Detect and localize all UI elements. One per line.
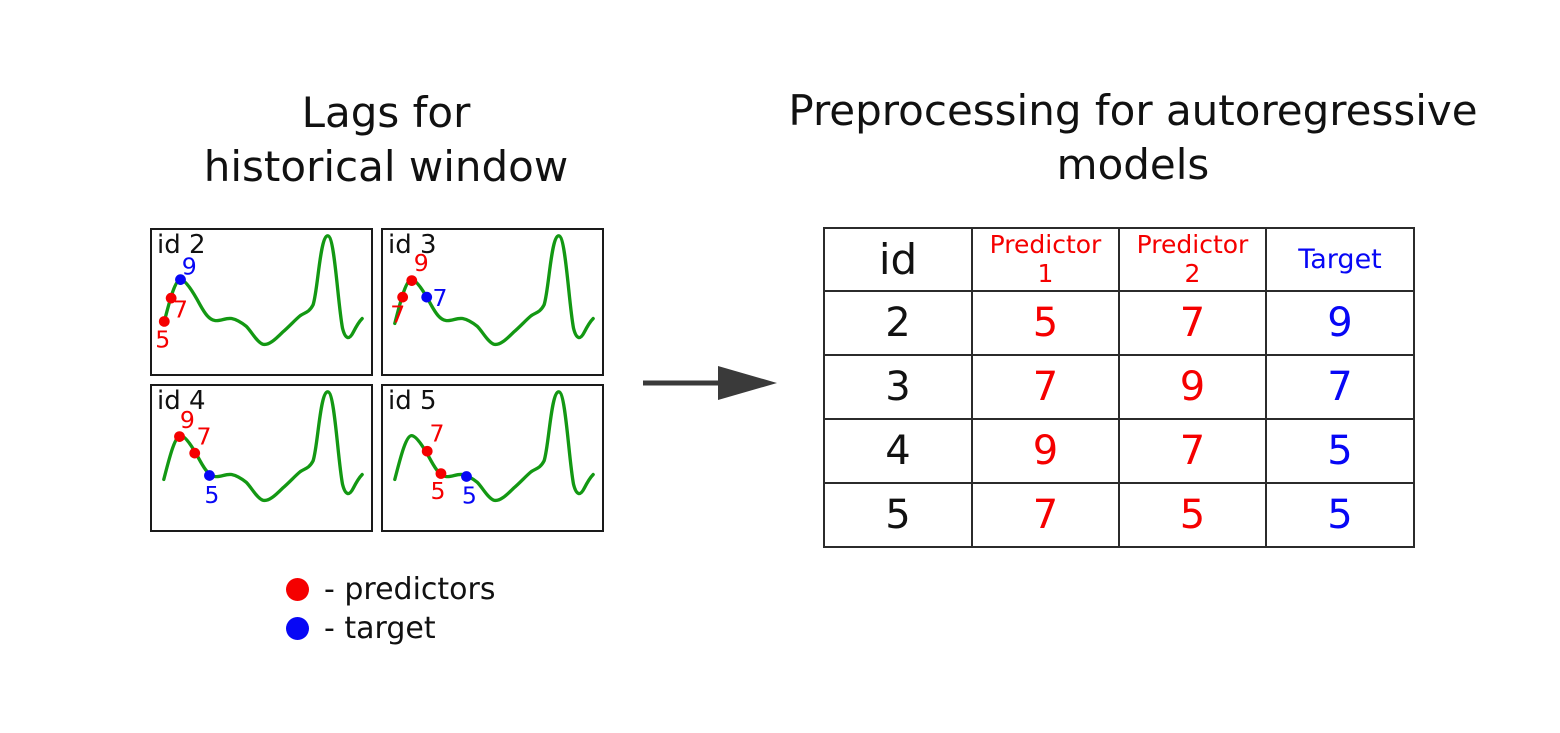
point-label: 9 [414,249,429,277]
header-target: Target [1265,227,1415,292]
right-arrow-icon [643,366,777,400]
predictor-dot [421,445,433,457]
timeseries-curve [162,234,364,347]
legend: - predictors - target [286,570,496,648]
left-section-title: Lags for historical window [126,86,646,194]
target-dot [175,274,186,285]
predictor-dot [158,316,170,327]
preprocessing-table: id Predictor 1 Predictor 2 Target 2 5 7 … [823,227,1415,548]
table-row: 4 9 7 5 [823,418,1415,484]
header-predictor-1-line2: 1 [1037,258,1054,288]
cell-id: 2 [823,290,973,356]
predictor-dot [189,447,201,459]
cell-id: 4 [823,418,973,484]
plot-panel-id4: id 4 9 7 5 [150,384,373,532]
timeseries-plot: 7 5 5 [393,390,595,510]
timeseries-plot: 5 7 9 [155,234,364,354]
cell-predictor-1: 5 [971,290,1120,356]
cell-predictor-2: 5 [1118,482,1267,548]
cell-predictor-2: 7 [1118,290,1267,356]
cell-id: 5 [823,482,973,548]
cell-predictor-1: 7 [971,482,1120,548]
point-label: 9 [182,253,197,281]
right-section-title: Preprocessing for autoregressive models [780,84,1486,192]
point-label: 7 [390,301,405,329]
cell-target: 9 [1265,290,1415,356]
plot-id-label: id 5 [388,386,437,416]
table-header-row: id Predictor 1 Predictor 2 Target [823,227,1415,292]
point-label: 5 [204,481,219,509]
predictor-dot [397,291,409,303]
timeseries-curve [393,234,595,347]
predictor-dot [406,275,418,286]
legend-item-target: - target [286,609,496,648]
target-dot [204,470,215,481]
left-title-line1: Lags for [301,88,471,137]
point-label: 5 [430,477,445,505]
cell-predictor-2: 7 [1118,418,1267,484]
point-label: 7 [173,296,188,324]
legend-label: - target [324,611,436,646]
right-title-line2: models [1056,139,1210,189]
plot-panel-id2: id 2 5 7 9 [150,228,373,376]
cell-target: 5 [1265,418,1415,484]
header-predictor-1: Predictor 1 [971,227,1120,292]
timeseries-curve [393,390,595,503]
timeseries-plot: 9 7 5 [162,390,364,509]
header-predictor-1-line1: Predictor [989,229,1102,259]
table-row: 5 7 5 5 [823,482,1415,548]
table-row: 2 5 7 9 [823,290,1415,356]
plot-id-label: id 4 [157,386,206,416]
header-id: id [823,227,973,292]
plot-panel-id5: id 5 7 5 5 [381,384,604,532]
target-dot-icon [286,617,309,640]
cell-target: 7 [1265,354,1415,420]
header-predictor-2: Predictor 2 [1118,227,1267,292]
point-label: 7 [430,420,445,448]
point-label: 7 [432,284,447,312]
predictor-dot [174,431,185,442]
point-label: 9 [180,406,195,434]
target-dot [421,291,433,303]
header-predictor-2-line2: 2 [1184,258,1201,288]
cell-predictor-1: 9 [971,418,1120,484]
point-label: 5 [462,482,477,510]
right-title-line1: Preprocessing for autoregressive [788,86,1478,135]
plot-id-label: id 2 [157,230,206,260]
legend-label: - predictors [324,572,496,607]
cell-predictor-2: 9 [1118,354,1267,420]
timeseries-curve [162,390,364,503]
point-label: 7 [197,422,212,450]
left-title-line2: historical window [203,141,569,191]
cell-target: 5 [1265,482,1415,548]
predictor-dot [165,292,177,304]
predictor-dot [435,468,447,479]
header-predictor-2-line1: Predictor [1136,229,1249,259]
timeseries-plot: 7 9 7 [390,234,595,347]
plot-panel-id3: id 3 7 9 7 [381,228,604,376]
cell-id: 3 [823,354,973,420]
predictor-dot-icon [286,578,309,601]
table-row: 3 7 9 7 [823,354,1415,420]
point-label: 5 [155,326,170,354]
target-dot [461,471,472,482]
cell-predictor-1: 7 [971,354,1120,420]
plot-id-label: id 3 [388,230,437,260]
legend-item-predictors: - predictors [286,570,496,609]
